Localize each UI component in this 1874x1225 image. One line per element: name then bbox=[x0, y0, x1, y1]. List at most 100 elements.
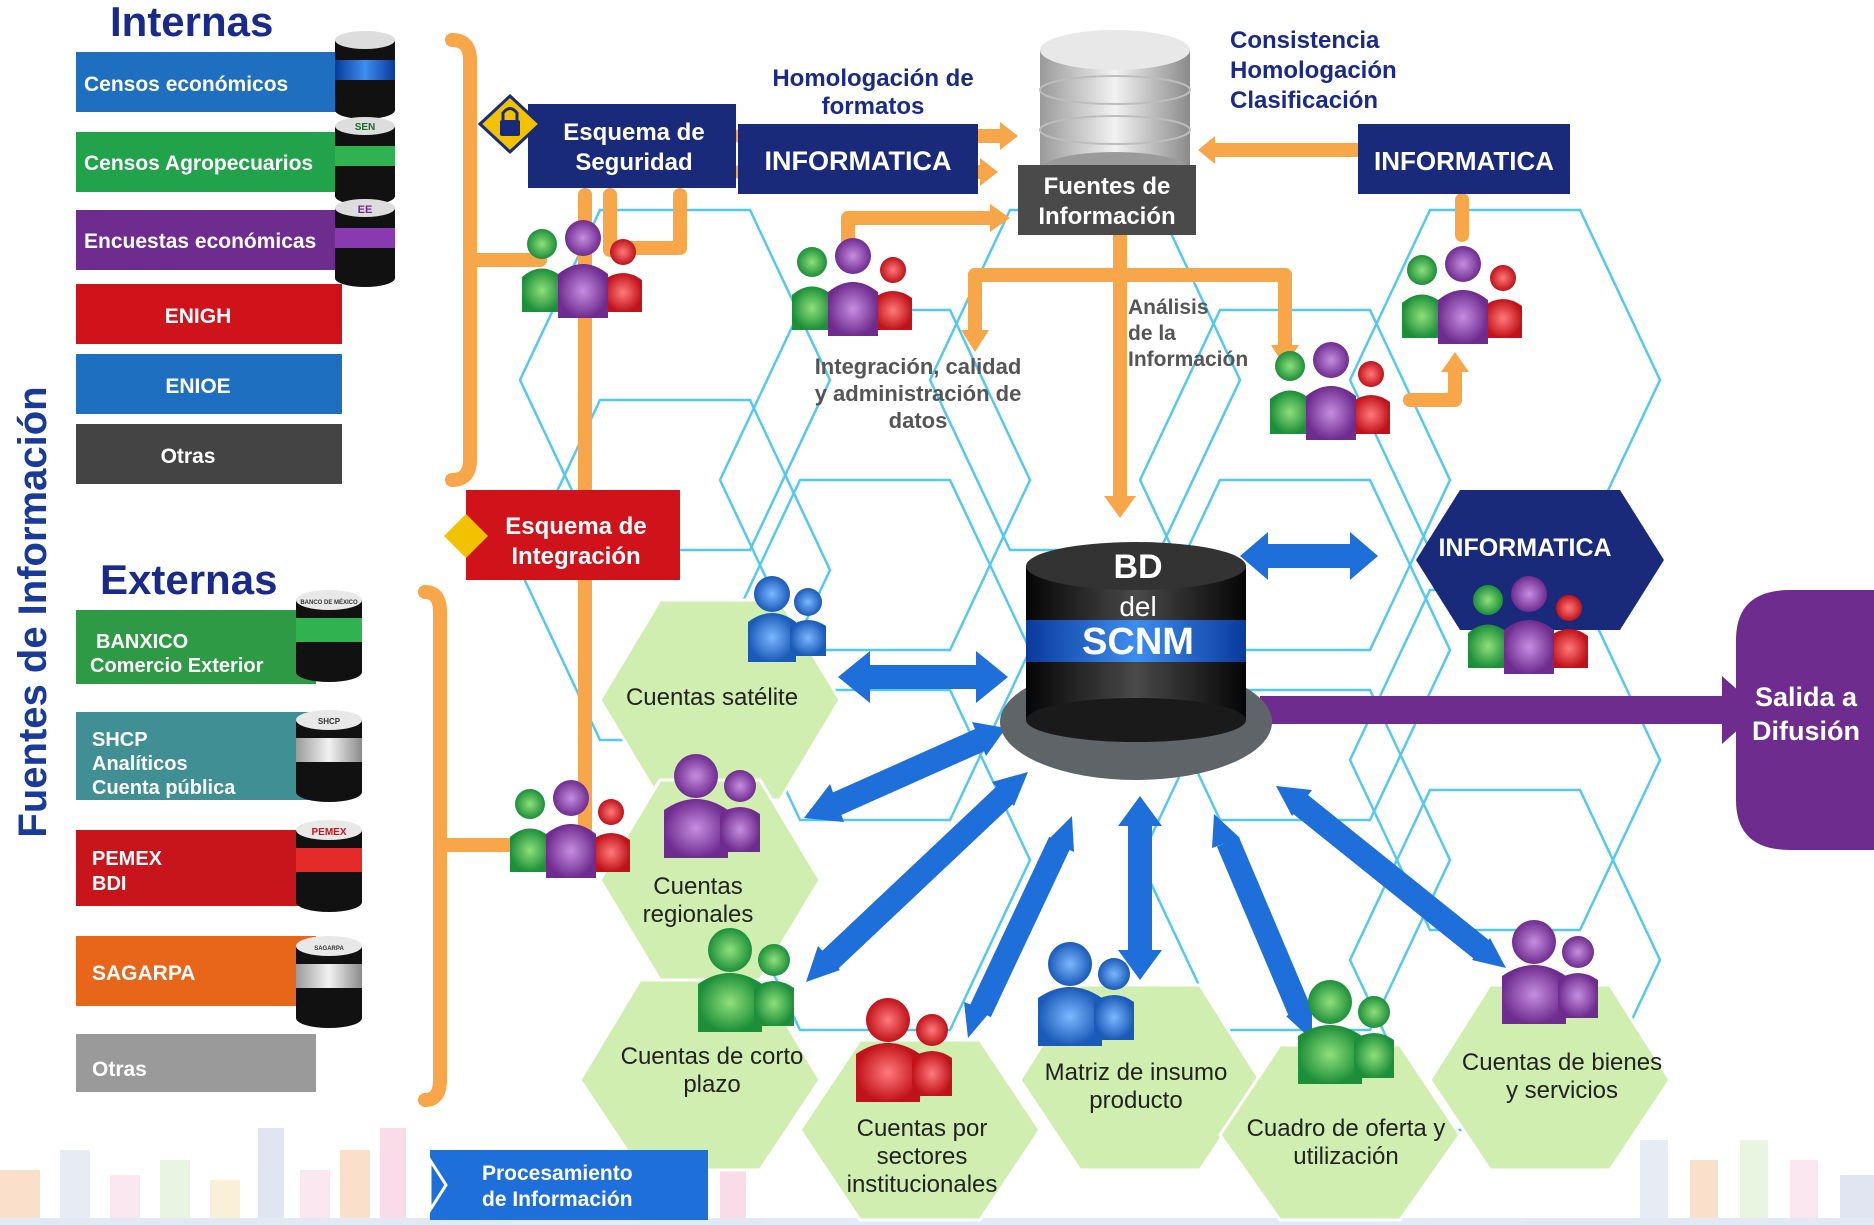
esquema-seguridad-label: Seguridad bbox=[575, 149, 692, 176]
blue-arrows bbox=[821, 544, 1490, 1018]
source-bar[interactable] bbox=[76, 52, 358, 112]
source-label: SAGARPA bbox=[92, 962, 195, 985]
source-bar[interactable] bbox=[76, 284, 342, 344]
source-label: BANXICO bbox=[96, 631, 188, 653]
integracion-calidad-label: Integración, calidad bbox=[815, 354, 1022, 379]
people-group-icon bbox=[522, 220, 642, 318]
informatica-logo-text: INFORMATICA bbox=[1438, 534, 1611, 562]
esquema-seguridad-label: Esquema de bbox=[563, 119, 704, 146]
fuentes-informacion-label: Fuentes de bbox=[1044, 173, 1171, 200]
consistencia-label: Homologación bbox=[1230, 57, 1397, 84]
source-label: Cuenta pública bbox=[92, 777, 236, 799]
database-icon: EE bbox=[335, 199, 395, 287]
bd-label: SCNM bbox=[1082, 621, 1194, 663]
informatica-logo-text: INFORMATICA bbox=[765, 146, 952, 176]
people-icon-green bbox=[698, 928, 794, 1032]
source-label: BDI bbox=[92, 873, 126, 895]
people-icon-blue bbox=[1038, 942, 1134, 1046]
vertical-title: Fuentes de Información bbox=[11, 386, 55, 837]
source-bar[interactable] bbox=[76, 610, 316, 684]
module-label-matriz: Matriz de insumo bbox=[1045, 1059, 1228, 1086]
database-badge-text: SAGARPA bbox=[314, 946, 344, 952]
salida-difusion-label: Difusión bbox=[1752, 716, 1860, 746]
source-label: SHCP bbox=[92, 729, 148, 751]
database-icons-externas: BANCO DE MÉXICO SHCP PEMEX SAGARPA bbox=[296, 590, 362, 1028]
module-label-cuadro: Cuadro de oferta y bbox=[1247, 1115, 1446, 1142]
source-bar[interactable] bbox=[76, 830, 316, 906]
module-label-regionales: regionales bbox=[643, 901, 754, 928]
externas-list: BANXICO Comercio Exterior SHCP Analítico… bbox=[76, 610, 316, 1092]
procesamiento-label: de Información bbox=[482, 1188, 633, 1211]
esquema-seguridad-box[interactable]: Esquema de Seguridad bbox=[528, 104, 736, 188]
source-bar[interactable] bbox=[76, 132, 358, 192]
database-icons-internas: SEN EE bbox=[335, 31, 395, 287]
lock-icon bbox=[477, 93, 543, 155]
database-badge-text: BANCO DE MÉXICO bbox=[300, 598, 358, 606]
informatica-logo-text: INFORMATICA bbox=[1374, 146, 1554, 176]
module-label-matriz: producto bbox=[1089, 1087, 1182, 1114]
database-icon: BANCO DE MÉXICO bbox=[296, 590, 362, 682]
database-icon: SHCP bbox=[296, 710, 362, 802]
module-label-corto-plazo: Cuentas de corto bbox=[621, 1043, 804, 1070]
internas-heading: Internas bbox=[110, 0, 273, 45]
analisis-label: Análisis bbox=[1128, 296, 1209, 319]
source-label: Comercio Exterior bbox=[90, 655, 264, 677]
module-label-cuadro: utilización bbox=[1293, 1143, 1398, 1170]
fuentes-informacion-label: Información bbox=[1038, 203, 1175, 230]
source-label: Censos económicos bbox=[84, 73, 288, 96]
module-label-bienes: Cuentas de bienes bbox=[1462, 1049, 1662, 1076]
database-badge-text: PEMEX bbox=[311, 827, 346, 838]
people-icon-purple bbox=[1502, 920, 1598, 1024]
module-label-regionales: Cuentas bbox=[653, 873, 742, 900]
esquema-integracion-label: Esquema de bbox=[505, 513, 646, 540]
bd-scnm-database-icon[interactable]: BD del SCNM bbox=[1000, 542, 1272, 780]
module-label-satelite: Cuentas satélite bbox=[626, 684, 798, 711]
integracion-calidad-label: datos bbox=[889, 408, 948, 433]
analisis-label: Información bbox=[1128, 348, 1248, 371]
people-group-icon bbox=[1402, 246, 1522, 344]
diamond-icon bbox=[444, 514, 488, 558]
homologacion-label: formatos bbox=[822, 93, 925, 120]
module-label-sectores: institucionales bbox=[847, 1171, 998, 1198]
source-label: Otras bbox=[92, 1058, 147, 1081]
esquema-integracion-box[interactable]: Esquema de Integración bbox=[466, 490, 680, 580]
source-label: Encuestas económicas bbox=[84, 230, 316, 253]
database-icon: PEMEX bbox=[296, 820, 362, 912]
informatica-hexagon[interactable]: INFORMATICA bbox=[1416, 490, 1664, 630]
source-bar[interactable] bbox=[76, 424, 342, 484]
people-icon-purple bbox=[664, 754, 760, 858]
source-bar[interactable] bbox=[76, 712, 316, 800]
source-label: ENIOE bbox=[165, 375, 230, 398]
source-label: ENIGH bbox=[165, 305, 232, 328]
fuentes-informacion-box[interactable]: Fuentes de Información bbox=[1018, 165, 1196, 235]
people-icon-green bbox=[1298, 980, 1394, 1084]
source-bar[interactable] bbox=[76, 354, 342, 414]
module-label-bienes: y servicios bbox=[1506, 1077, 1618, 1104]
salida-difusion-label: Salida a bbox=[1755, 682, 1858, 712]
source-bar[interactable] bbox=[76, 210, 358, 270]
module-label-sectores: sectores bbox=[877, 1143, 968, 1170]
database-badge-text: SHCP bbox=[318, 717, 341, 726]
people-group-icon bbox=[1468, 576, 1588, 674]
procesamiento-label: Procesamiento bbox=[482, 1162, 633, 1185]
source-bar[interactable] bbox=[76, 936, 316, 1006]
procesamiento-legend: Procesamiento de Información bbox=[428, 1150, 708, 1220]
internas-list: Censos económicos Censos Agropecuarios E… bbox=[76, 52, 358, 484]
esquema-integracion-label: Integración bbox=[511, 543, 640, 570]
people-icon-blue bbox=[748, 576, 826, 662]
source-label: PEMEX bbox=[92, 848, 163, 870]
externas-heading: Externas bbox=[100, 556, 277, 603]
people-icon-red bbox=[856, 998, 952, 1102]
people-group-icon bbox=[510, 780, 630, 878]
database-badge-text: SEN bbox=[355, 122, 376, 133]
salida-difusion-box[interactable]: Salida a Difusión bbox=[1736, 590, 1874, 850]
people-group-icon bbox=[1270, 342, 1390, 440]
database-badge-text: EE bbox=[358, 204, 373, 216]
fuentes-database-icon bbox=[1039, 30, 1191, 188]
bd-label: BD bbox=[1113, 548, 1162, 586]
informatica-box-consistencia[interactable]: INFORMATICA bbox=[1358, 124, 1570, 194]
source-bar[interactable] bbox=[76, 1034, 316, 1092]
informatica-box-homologacion[interactable]: INFORMATICA bbox=[738, 124, 978, 194]
module-label-sectores: Cuentas por bbox=[857, 1115, 988, 1142]
